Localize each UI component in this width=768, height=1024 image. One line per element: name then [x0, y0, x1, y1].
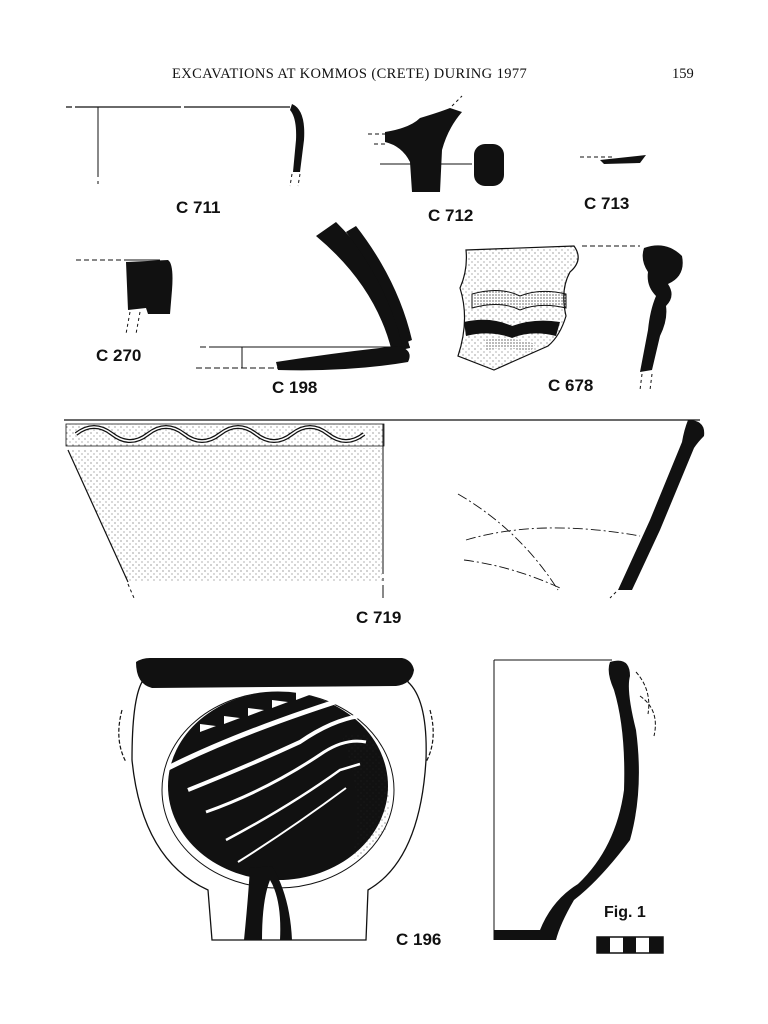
running-title: EXCAVATIONS AT KOMMOS (CRETE) DURING 197… — [172, 66, 528, 82]
sherd-c712 — [368, 95, 504, 192]
figure-label: Fig. 1 — [604, 904, 646, 921]
vessel-c196 — [118, 658, 656, 941]
sherd-c270 — [76, 259, 173, 335]
label-c198: C 198 — [272, 378, 318, 397]
label-c713: C 713 — [584, 194, 630, 213]
label-c270: C 270 — [96, 346, 142, 365]
vessel-c719 — [64, 419, 705, 599]
page-number: 159 — [672, 66, 694, 82]
sherd-c713 — [580, 155, 646, 164]
sherd-c198 — [196, 222, 412, 371]
sherd-c678 — [457, 245, 683, 391]
scale-bar — [596, 936, 664, 954]
label-c678: C 678 — [548, 376, 594, 395]
label-c712: C 712 — [428, 206, 474, 225]
label-c196: C 196 — [396, 930, 442, 949]
label-c719: C 719 — [356, 608, 402, 627]
label-c711: C 711 — [176, 198, 221, 217]
sherd-c711 — [66, 104, 305, 188]
page-header: EXCAVATIONS AT KOMMOS (CRETE) DURING 197… — [0, 66, 768, 86]
